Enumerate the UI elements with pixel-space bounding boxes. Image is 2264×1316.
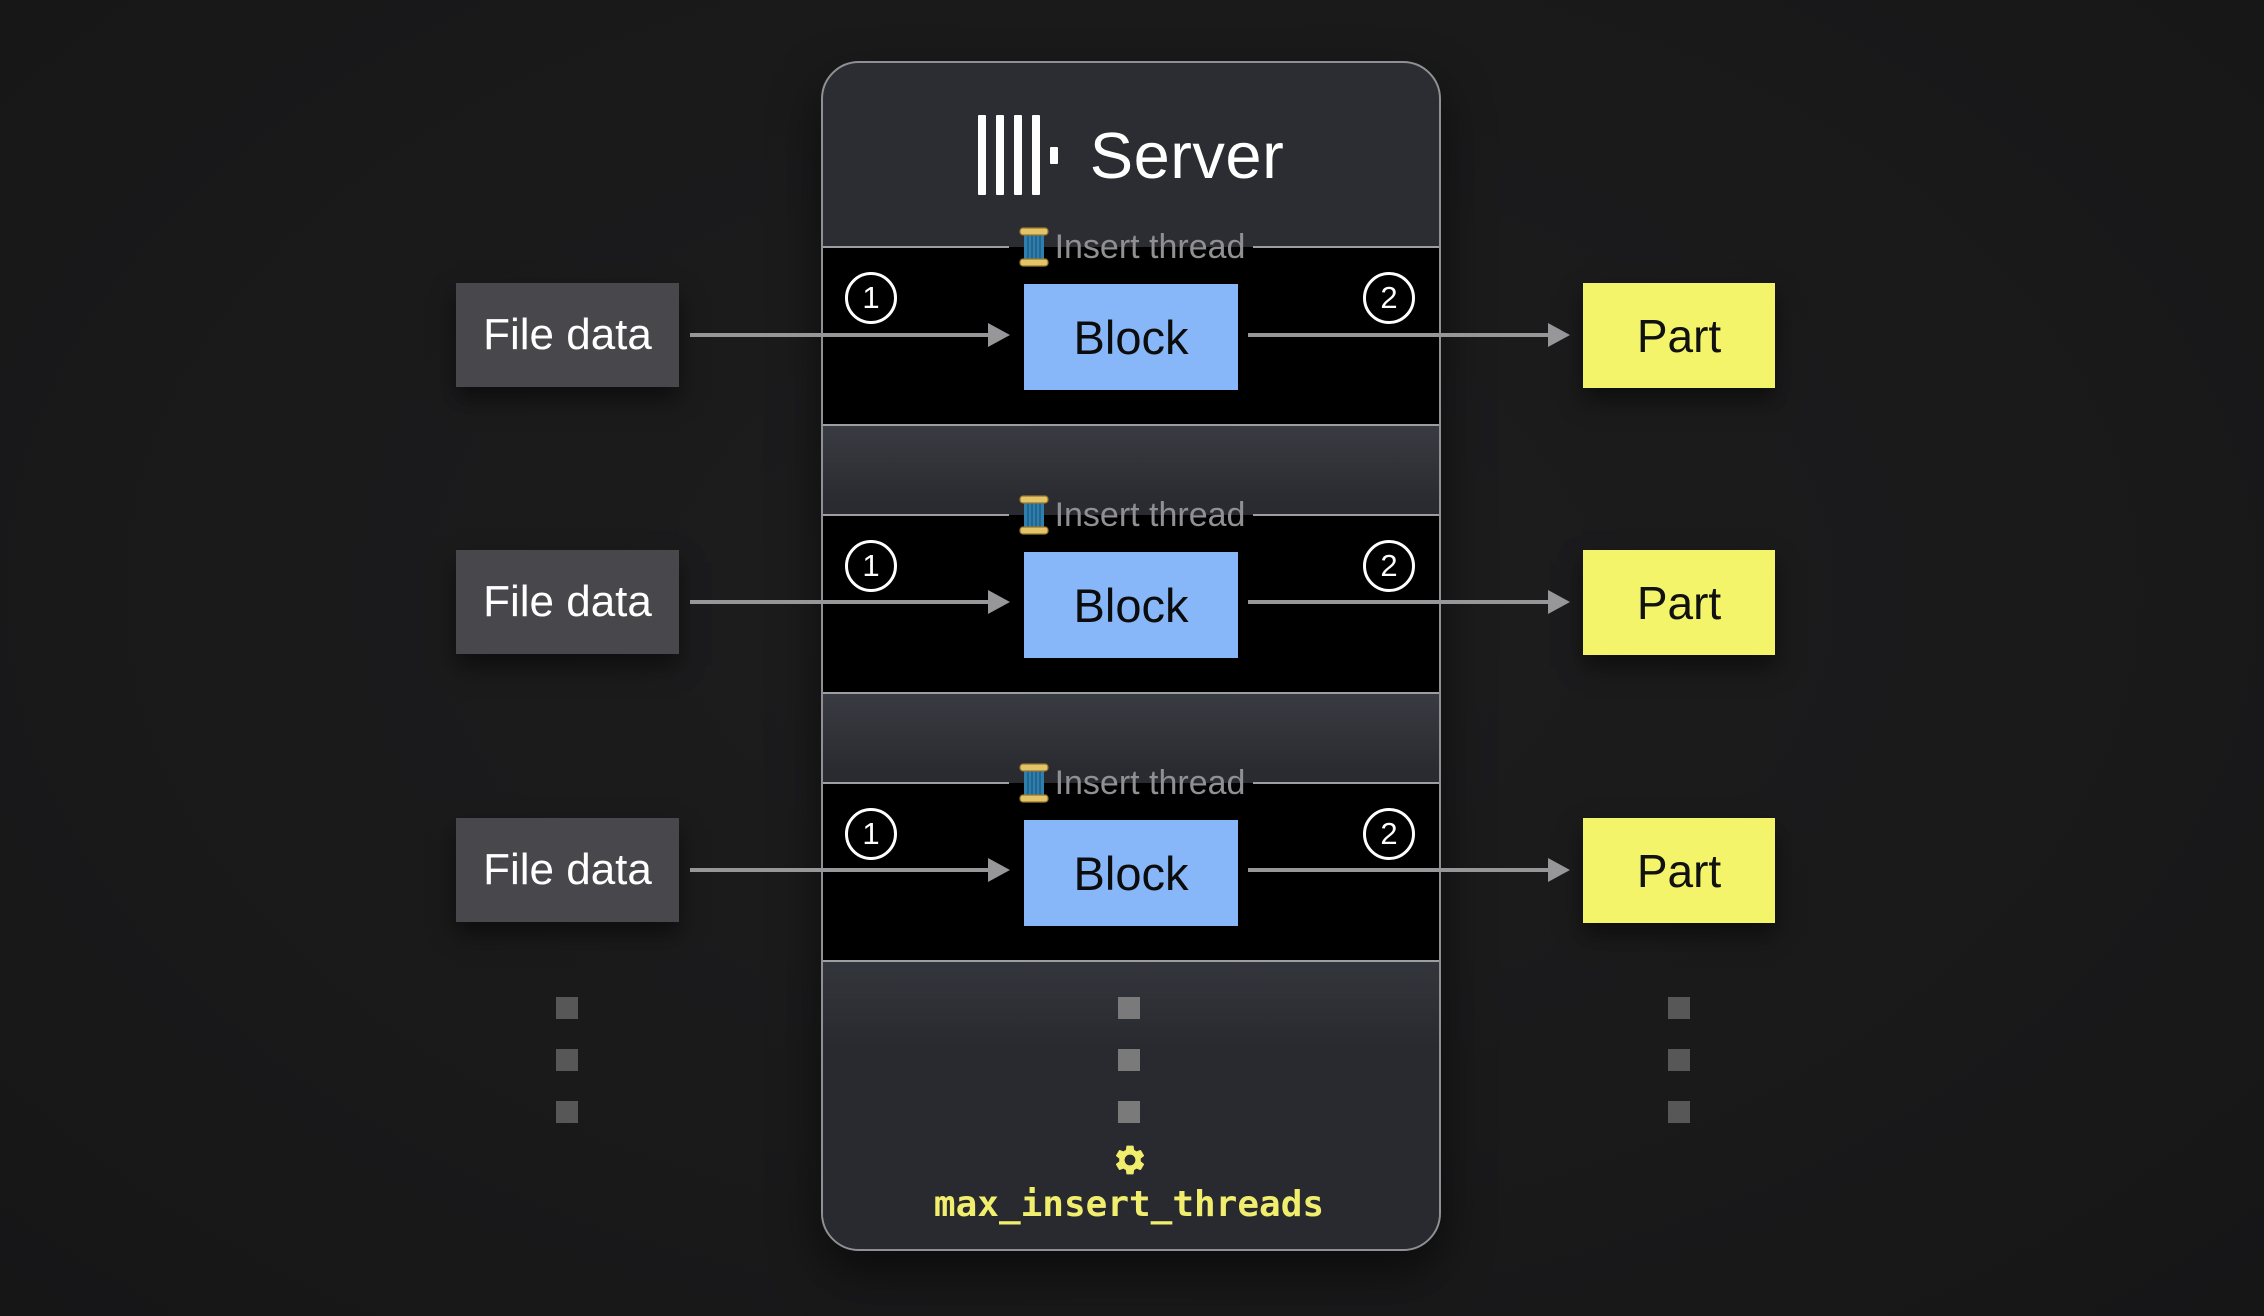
ellipsis-dots-threads [1118,997,1140,1123]
step-2-badge: 2 [1363,540,1415,592]
block-box: Block [1024,284,1238,390]
arrow-file-to-block [690,600,988,604]
file-data-box: File data [456,550,679,654]
dot [556,1049,578,1071]
thread-spool-icon [1018,763,1049,803]
thread-spool-icon [1018,495,1049,535]
dot [1668,1049,1690,1071]
gear-icon [1115,1145,1145,1175]
setting-label: max_insert_threads [933,1184,1325,1225]
arrow-block-to-part [1248,333,1548,337]
file-data-box: File data [456,283,679,387]
insert-thread-legend: Insert thread [823,495,1440,535]
block-box: Block [1024,552,1238,658]
ellipsis-dots-inputs [556,997,578,1123]
dot [1668,1101,1690,1123]
step-2-badge: 2 [1363,808,1415,860]
server-panel: Server Insert thread 1 Block 2 [821,61,1441,1251]
part-box: Part [1583,818,1775,923]
dot [1118,1049,1140,1071]
insert-thread-legend: Insert thread [823,227,1440,267]
arrow-block-to-part [1248,868,1548,872]
step-1-badge: 1 [845,272,897,324]
legend-line-left [823,246,1009,248]
block-box: Block [1024,820,1238,926]
dot [556,1101,578,1123]
insert-thread-section-2: Insert thread 1 Block 2 [823,495,1440,694]
thread-spool-icon [1018,227,1049,267]
legend-line-right [1253,514,1440,516]
panel-spacer [823,692,1439,783]
arrow-file-to-block [690,333,988,337]
insert-thread-label: Insert thread [1054,227,1246,266]
insert-thread-section-3: Insert thread 1 Block 2 [823,763,1440,962]
insert-thread-label: Insert thread [1054,495,1246,534]
part-box: Part [1583,550,1775,655]
step-2-badge: 2 [1363,272,1415,324]
part-box: Part [1583,283,1775,388]
dot [1118,1101,1140,1123]
insert-thread-label: Insert thread [1054,763,1246,802]
clickhouse-bars-logo-icon [977,115,1058,195]
ellipsis-dots-outputs [1668,997,1690,1123]
dot [1668,997,1690,1019]
arrow-block-to-part [1248,600,1548,604]
legend-line-right [1253,782,1440,784]
legend-line-right [1253,246,1440,248]
step-1-badge: 1 [845,540,897,592]
server-header: Server [823,63,1439,247]
panel-spacer [823,424,1439,515]
file-data-box: File data [456,818,679,922]
legend-line-left [823,782,1009,784]
step-1-badge: 1 [845,808,897,860]
legend-line-left [823,514,1009,516]
arrow-file-to-block [690,868,988,872]
dot [556,997,578,1019]
server-title: Server [1089,118,1285,192]
dot [1118,997,1140,1019]
insert-thread-legend: Insert thread [823,763,1440,803]
